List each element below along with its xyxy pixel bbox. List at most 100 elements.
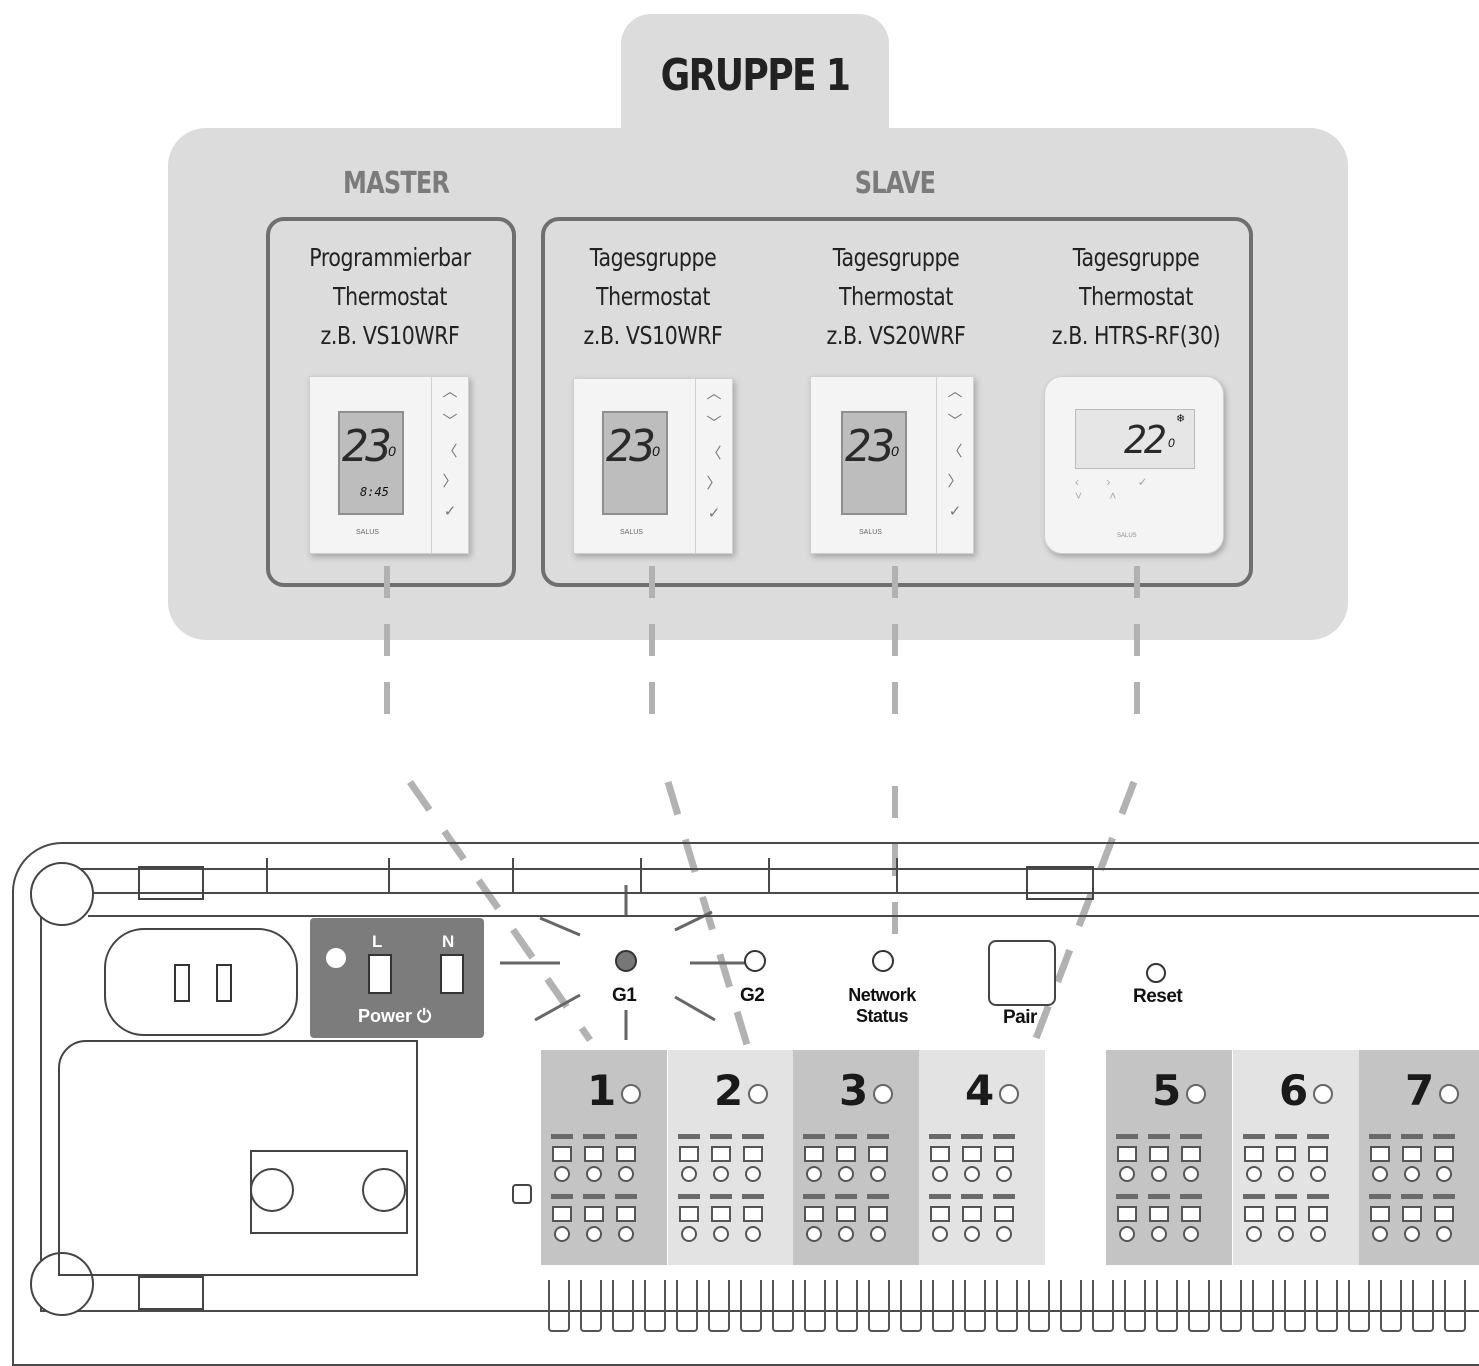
terminal-bar-icon xyxy=(929,1134,951,1139)
terminal-slot-icon xyxy=(1244,1206,1264,1222)
terminal-slot-icon xyxy=(1370,1206,1390,1222)
terminal-bar-icon xyxy=(929,1194,951,1199)
terminal-bar-icon xyxy=(1243,1194,1265,1199)
cable-clip-icon xyxy=(580,1280,602,1332)
thermostat-3-temp: 23 xyxy=(845,421,895,472)
terminal-bar-icon xyxy=(961,1134,983,1139)
terminal-slot-icon xyxy=(868,1206,888,1222)
zone-led xyxy=(999,1084,1019,1104)
connector-dashes-1 xyxy=(384,566,390,716)
terminal-screw-icon xyxy=(1278,1226,1294,1242)
terminal-screw-icon xyxy=(1436,1166,1452,1182)
zone-2: 2 xyxy=(668,1050,794,1265)
terminal-screw-icon xyxy=(964,1226,980,1242)
group-tab xyxy=(621,14,889,164)
zone-1: 1 xyxy=(541,1050,667,1265)
terminal-bar-icon xyxy=(803,1134,825,1139)
cable-clip-icon xyxy=(1092,1280,1114,1332)
terminal-screw-icon xyxy=(1183,1166,1199,1182)
terminal-screw-icon xyxy=(806,1166,822,1182)
confirm-icon: ✓ xyxy=(707,505,721,522)
terminal-screw-icon xyxy=(1278,1166,1294,1182)
terminal-bar-icon xyxy=(583,1134,605,1139)
zone-number: 2 xyxy=(714,1066,744,1115)
terminal-bar-icon xyxy=(1307,1194,1329,1199)
terminal-screw-icon xyxy=(996,1166,1012,1182)
terminal-bar-icon xyxy=(867,1194,889,1199)
thermostat-4-brand: SALUS xyxy=(1117,533,1137,539)
terminal-screw-icon xyxy=(1119,1226,1135,1242)
network-status-led xyxy=(872,950,894,972)
terminal-slot-icon xyxy=(1149,1146,1169,1162)
terminal-screw-icon xyxy=(1372,1166,1388,1182)
rail-tick xyxy=(512,858,514,892)
terminal-bar-icon xyxy=(1180,1194,1202,1199)
cable-clip-icon xyxy=(1380,1280,1402,1332)
zone-number: 7 xyxy=(1405,1066,1435,1115)
rail-tick xyxy=(896,858,898,892)
g1-led xyxy=(615,950,637,972)
terminal-bar-icon xyxy=(678,1194,700,1199)
terminal-slot-icon xyxy=(679,1146,699,1162)
terminal-screw-icon xyxy=(1246,1226,1262,1242)
terminal-cover xyxy=(58,1040,418,1276)
device-4-line2: Thermostat xyxy=(1079,282,1193,311)
terminal-screw-icon xyxy=(1404,1226,1420,1242)
terminal-slot-icon xyxy=(711,1206,731,1222)
thermostat-3-decimal: 0 xyxy=(891,443,899,459)
network-status-label: Network Status xyxy=(830,985,934,1027)
down-icon: ﹀ xyxy=(947,413,963,430)
power-l-label: L xyxy=(372,932,383,951)
reset-button[interactable] xyxy=(1146,963,1166,983)
terminal-slot-icon xyxy=(711,1146,731,1162)
thermostat-3-image: 23 0 SALUS ︿ ﹀ 〈 〉 ✓ xyxy=(810,376,974,554)
group-title: GRUPPE 1 xyxy=(660,50,851,101)
mount-clip-icon xyxy=(1026,866,1094,900)
thermostat-4-image: 22 0 ❄ ‹ › ✓ ˅ ˄ SALUS xyxy=(1044,376,1224,554)
mount-clip-icon xyxy=(138,866,204,900)
device-1-line2: Thermostat xyxy=(333,282,447,311)
device-4-description: Tagesgruppe Thermostat z.B. HTRS-RF(30) xyxy=(1038,238,1235,355)
terminal-slot-icon xyxy=(584,1206,604,1222)
device-2-line1: Tagesgruppe xyxy=(589,243,717,272)
power-socket xyxy=(104,928,298,1036)
zone-led xyxy=(621,1084,641,1104)
device-1-description: Programmierbar Thermostat z.B. VS10WRF xyxy=(292,238,489,355)
zone-number: 5 xyxy=(1152,1066,1182,1115)
terminal-screw-icon xyxy=(745,1226,761,1242)
terminal-slot-icon xyxy=(930,1206,950,1222)
thermostat-1-image: 23 0 8:45 SALUS ︿ ﹀ 〈 〉 ✓ xyxy=(309,376,469,554)
terminal-screw-icon xyxy=(713,1226,729,1242)
terminal-bar-icon xyxy=(583,1194,605,1199)
connector-dashes-2 xyxy=(649,566,655,716)
terminal-slot-icon xyxy=(1149,1206,1169,1222)
zone-number: 6 xyxy=(1279,1066,1309,1115)
terminal-bar-icon xyxy=(803,1194,825,1199)
terminal-screw-icon xyxy=(554,1166,570,1182)
screw-icon xyxy=(30,862,94,926)
terminal-bar-icon xyxy=(1275,1134,1297,1139)
cable-clip-icon xyxy=(548,1280,570,1332)
zone-number: 3 xyxy=(839,1066,869,1115)
terminal-bar-icon xyxy=(742,1194,764,1199)
cable-clip-icon xyxy=(1252,1280,1274,1332)
thermostat-1-temp: 23 xyxy=(342,421,392,472)
terminal-screw-icon xyxy=(932,1166,948,1182)
terminal-bar-icon xyxy=(742,1134,764,1139)
mount-clip-icon xyxy=(138,1276,204,1310)
screw-icon xyxy=(362,1168,406,1212)
rail-tick xyxy=(640,858,642,892)
terminal-slot-icon xyxy=(804,1146,824,1162)
terminal-screw-icon xyxy=(1183,1226,1199,1242)
terminal-slot-icon xyxy=(804,1206,824,1222)
cable-clip-icon xyxy=(932,1280,954,1332)
rail-tick xyxy=(768,858,770,892)
thermostat-3-brand: SALUS xyxy=(859,529,882,536)
pair-button[interactable] xyxy=(988,940,1056,1006)
cable-clip-icon xyxy=(1028,1280,1050,1332)
screw-icon xyxy=(250,1168,294,1212)
terminal-bar-icon xyxy=(710,1194,732,1199)
cable-clamp xyxy=(250,1150,408,1234)
n-terminal-icon xyxy=(440,954,464,994)
cable-clip-icon xyxy=(740,1280,762,1332)
